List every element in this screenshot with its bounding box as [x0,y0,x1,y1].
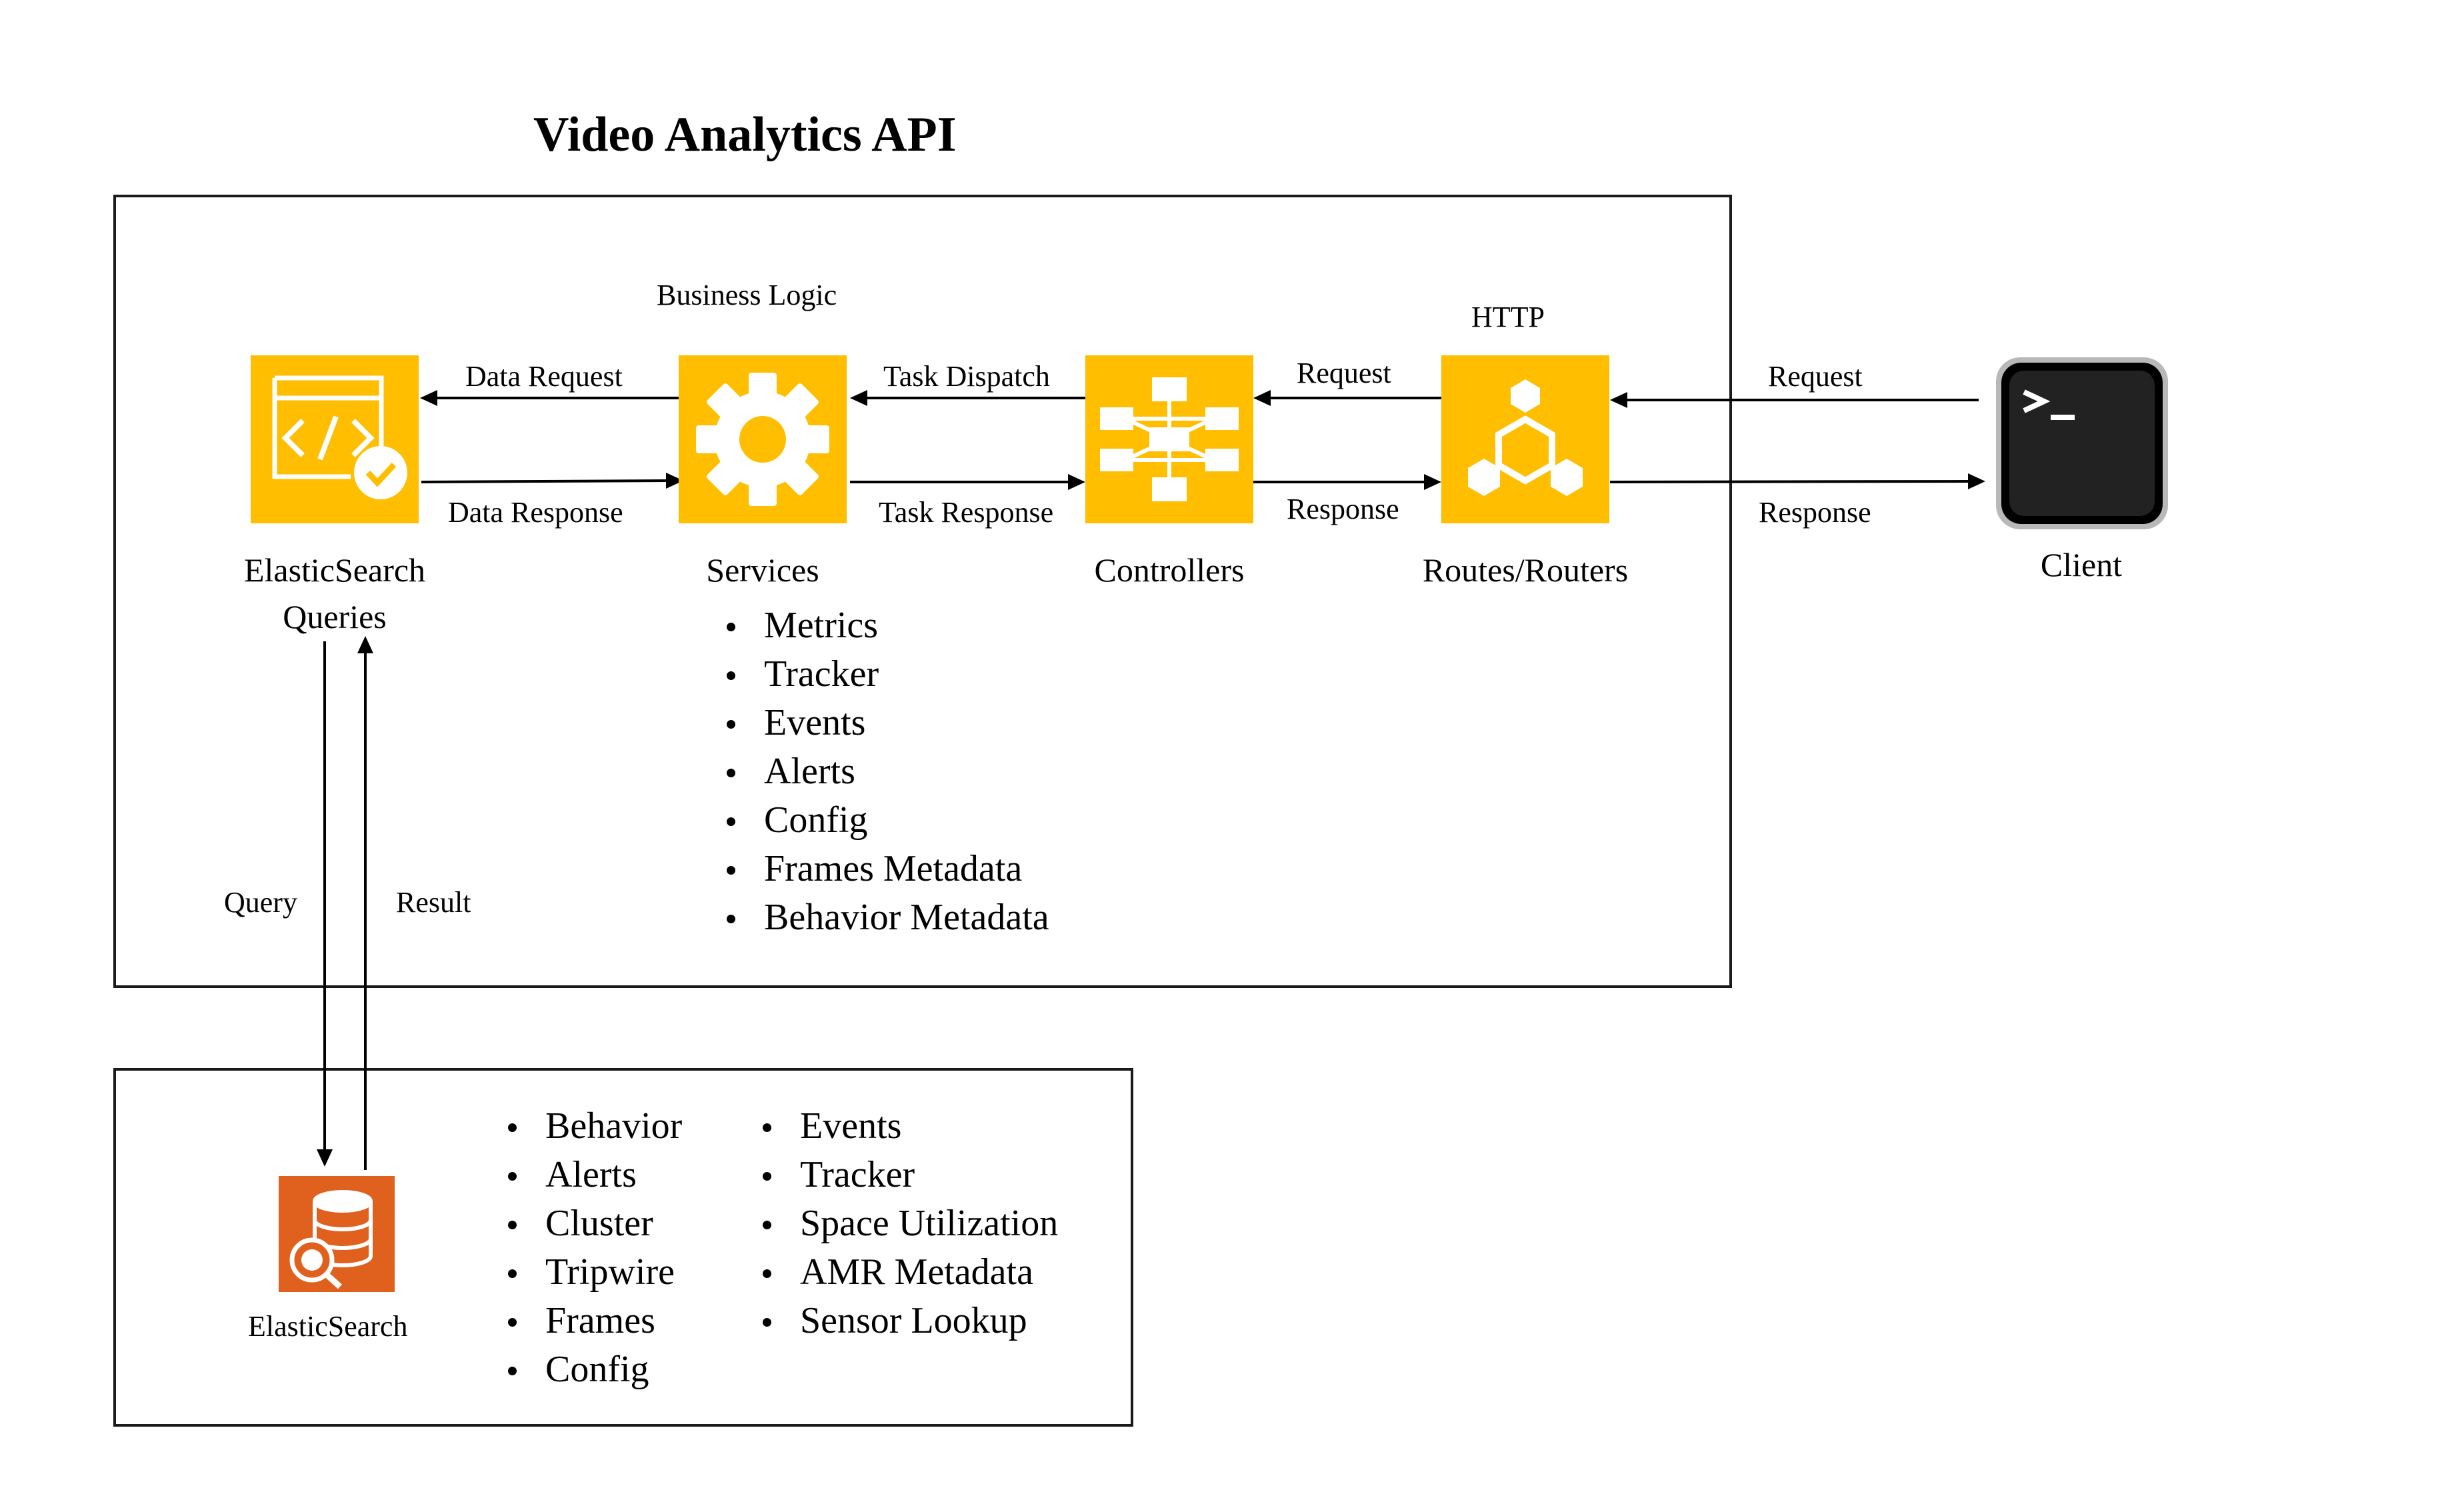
terminal-icon [1992,353,2172,533]
task-dispatch-label: Task Dispatch [883,360,1050,393]
client-response-label: Response [1759,496,1871,529]
controller-request-label: Request [1297,357,1391,389]
list-item: Alerts [503,1151,682,1199]
arrowhead-client-request [1610,392,1627,408]
list-item: Tracker [721,650,1049,699]
es-queries-label-line1: ElasticSearch [243,551,426,589]
arrowhead-data-request [420,390,437,406]
list-item: Frames [503,1297,682,1345]
list-item: Behavior Metadata [721,893,1049,942]
result-label: Result [396,886,471,919]
services-list: Metrics Tracker Events Alerts Config Fra… [721,601,1049,942]
list-item: Behavior [503,1102,682,1151]
client-request-label: Request [1768,360,1863,393]
query-label: Query [224,886,297,919]
list-item: Config [503,1345,682,1394]
list-item: Events [721,699,1049,747]
controllers-label: Controllers [1094,551,1245,589]
arrowhead-ctrl-request [1253,390,1271,406]
list-item: Cluster [503,1199,682,1248]
list-item: Sensor Lookup [757,1297,1058,1345]
list-item: Tripwire [503,1248,682,1297]
elasticsearch-label: ElasticSearch [248,1310,408,1343]
arrow-data-response [421,479,671,483]
list-item: Events [757,1102,1058,1151]
arrow-client-response [1609,480,1973,483]
elasticsearch-container [113,1068,1133,1427]
network-hub-icon [1085,355,1253,523]
es-queries-label-line2: Queries [283,598,387,635]
data-request-label: Data Request [465,360,623,393]
code-check-icon [251,355,419,523]
list-item: Metrics [721,601,1049,650]
arrowhead-ctrl-response [1424,474,1441,490]
database-search-icon [279,1176,395,1292]
services-label: Services [706,551,819,589]
controller-response-label: Response [1287,493,1399,525]
gear-icon [679,355,847,523]
arrowhead-query [317,1149,333,1167]
list-item: Tracker [757,1151,1058,1199]
es-index-list-right: Events Tracker Space Utilization AMR Met… [757,1102,1058,1345]
arrowhead-result [357,636,373,653]
arrowhead-client-response [1968,473,1985,489]
es-index-list-left: Behavior Alerts Cluster Tripwire Frames … [503,1102,682,1394]
http-caption: HTTP [1471,301,1545,333]
arrowhead-data-response [666,473,683,489]
cubes-icon [1441,355,1609,523]
list-item: Alerts [721,747,1049,796]
list-item: Config [721,796,1049,845]
list-item: AMR Metadata [757,1248,1058,1297]
arrowhead-task-response [1068,474,1085,490]
routers-label: Routes/Routers [1422,551,1629,589]
task-response-label: Task Response [879,496,1054,529]
data-response-label: Data Response [448,496,623,529]
arrowhead-task-dispatch [850,390,867,406]
business-logic-caption: Business Logic [657,279,837,311]
api-container [113,195,1732,988]
client-label: Client [2040,546,2123,583]
list-item: Space Utilization [757,1199,1058,1248]
diagram-title: Video Analytics API [533,107,957,162]
list-item: Frames Metadata [721,845,1049,893]
